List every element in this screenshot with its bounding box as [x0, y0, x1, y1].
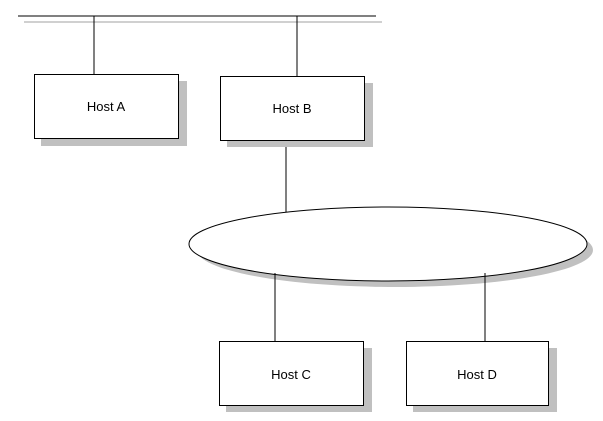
host-d-box	[406, 341, 549, 406]
ring-ellipse	[188, 206, 588, 282]
host-d-label: Host D	[457, 367, 497, 382]
host-a-box	[34, 74, 179, 139]
host-b-box	[220, 76, 365, 141]
host-b-node: Host B	[220, 76, 373, 147]
host-d-node: Host D	[406, 341, 557, 412]
top-bus	[18, 15, 382, 23]
host-b-label: Host B	[272, 101, 311, 116]
host-c-node: Host C	[219, 341, 372, 412]
host-c-box	[219, 341, 364, 406]
host-c-label: Host C	[271, 367, 311, 382]
host-a-label: Host A	[87, 99, 126, 114]
ring-network	[188, 206, 593, 287]
host-a-node: Host A	[34, 74, 187, 146]
